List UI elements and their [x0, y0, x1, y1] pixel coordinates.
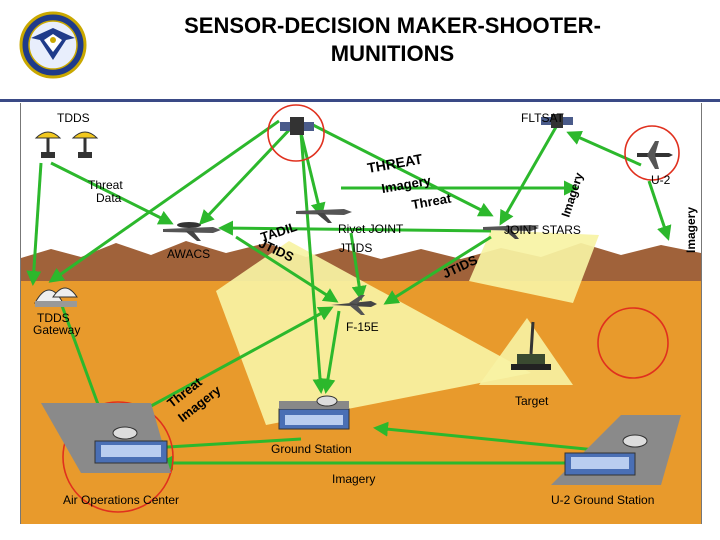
label-target: Target [515, 394, 549, 408]
header-rule [0, 99, 720, 102]
circle-aoc [62, 401, 174, 513]
satellite-dish-icon [71, 131, 99, 158]
hangar-icon [278, 395, 350, 430]
aircraft-icon [483, 225, 539, 239]
aircraft-icon [331, 295, 377, 315]
link-fltsat-jstars [499, 126, 558, 226]
link-awacs-f15e [235, 235, 339, 303]
label-u2: U-2 [651, 173, 671, 187]
link-sat-jstars [312, 123, 494, 217]
u2-sensor-beam [469, 230, 599, 303]
highlight-circles [62, 104, 680, 513]
aircraft-icon [296, 209, 352, 223]
link-sat-awacs [198, 126, 293, 226]
slide-header: SENSOR-DECISION MAKER-SHOOTER- MUNITIONS [0, 0, 720, 102]
u2-ground-station [551, 415, 681, 485]
link-jstars-f15e [383, 235, 492, 305]
air-operations-center [41, 403, 171, 473]
target-vehicle [511, 321, 551, 370]
label-u2-ground-station: U-2 Ground Station [551, 493, 654, 507]
data-links [26, 119, 672, 471]
link-sat-groundstation [299, 132, 328, 394]
fltsat-satellite [541, 114, 573, 128]
radome-icon [34, 287, 78, 307]
aircraft-icon [637, 141, 673, 169]
u2-aircraft [637, 141, 673, 169]
link-tdds-gateway [26, 162, 43, 286]
label-ground-station: Ground Station [271, 442, 352, 456]
center-satellite [280, 117, 314, 135]
link-u2-fltsat [566, 131, 642, 167]
title-line-2: MUNITIONS [330, 41, 455, 66]
satellite-icon [541, 114, 573, 128]
tdds-gateway [34, 287, 78, 307]
link-u2-groundstation [647, 180, 672, 241]
link-aoc-f15e [128, 306, 334, 420]
link-f15e-groundstation [320, 310, 341, 394]
jstars-radar-beam [216, 241, 531, 425]
label-aoc: Air Operations Center [63, 493, 179, 507]
hangar-icon [551, 415, 681, 485]
label-imagery-u2: Imagery [684, 207, 698, 253]
f15e-aircraft [331, 295, 377, 315]
title-line-1: SENSOR-DECISION MAKER-SHOOTER- [184, 13, 601, 38]
awacs-aircraft [163, 222, 221, 241]
satellite-icon [280, 117, 314, 135]
label-threat-data-1: Threat [88, 178, 123, 192]
circle-satellite [267, 104, 325, 162]
link-gateway-aoc [59, 302, 106, 421]
tdds-dish-1 [34, 131, 62, 158]
circle-u2-groundstation [597, 307, 669, 379]
air-force-emblem-icon [19, 11, 87, 79]
link-jstars-awacs [218, 220, 492, 236]
label-imagery-bottom: Imagery [332, 472, 375, 486]
link-sat-gateway [48, 119, 280, 283]
slide-title: SENSOR-DECISION MAKER-SHOOTER- MUNITIONS [150, 12, 635, 68]
label-threat-data-2: Data [96, 191, 122, 205]
label-threat-mid: Threat [411, 190, 453, 212]
architecture-diagram: TDDS FLTSAT U-2 Threat Data THREAT Image… [20, 103, 702, 524]
label-tdds: TDDS [57, 111, 90, 125]
label-jtids-mid: JTIDS [339, 241, 372, 255]
link-rivet-f15e [349, 232, 367, 301]
ground-station [278, 395, 350, 430]
circle-u2 [624, 125, 680, 181]
hangar-icon [41, 403, 171, 473]
rivet-joint-aircraft [296, 209, 352, 223]
label-fltsat: FLTSAT [521, 111, 565, 125]
link-groundstation-aoc [148, 437, 302, 455]
link-tdds-awacs [50, 161, 174, 225]
label-rivet-joint: Rivet JOINT [338, 222, 404, 236]
label-f15e: F-15E [346, 320, 379, 334]
joint-stars-aircraft [483, 225, 539, 239]
label-joint-stars: JOINT STARS [504, 223, 581, 237]
aircraft-icon [163, 222, 221, 241]
label-awacs: AWACS [167, 247, 210, 261]
tdds-dish-2 [71, 131, 99, 158]
satellite-dish-icon [34, 131, 62, 158]
link-sat-rivet [299, 132, 326, 218]
label-tdds-gateway-2: Gateway [33, 323, 80, 337]
link-u2gs-groundstation [373, 421, 627, 455]
label-tdds-gateway-1: TDDS [37, 311, 70, 325]
tank-icon [511, 321, 551, 370]
